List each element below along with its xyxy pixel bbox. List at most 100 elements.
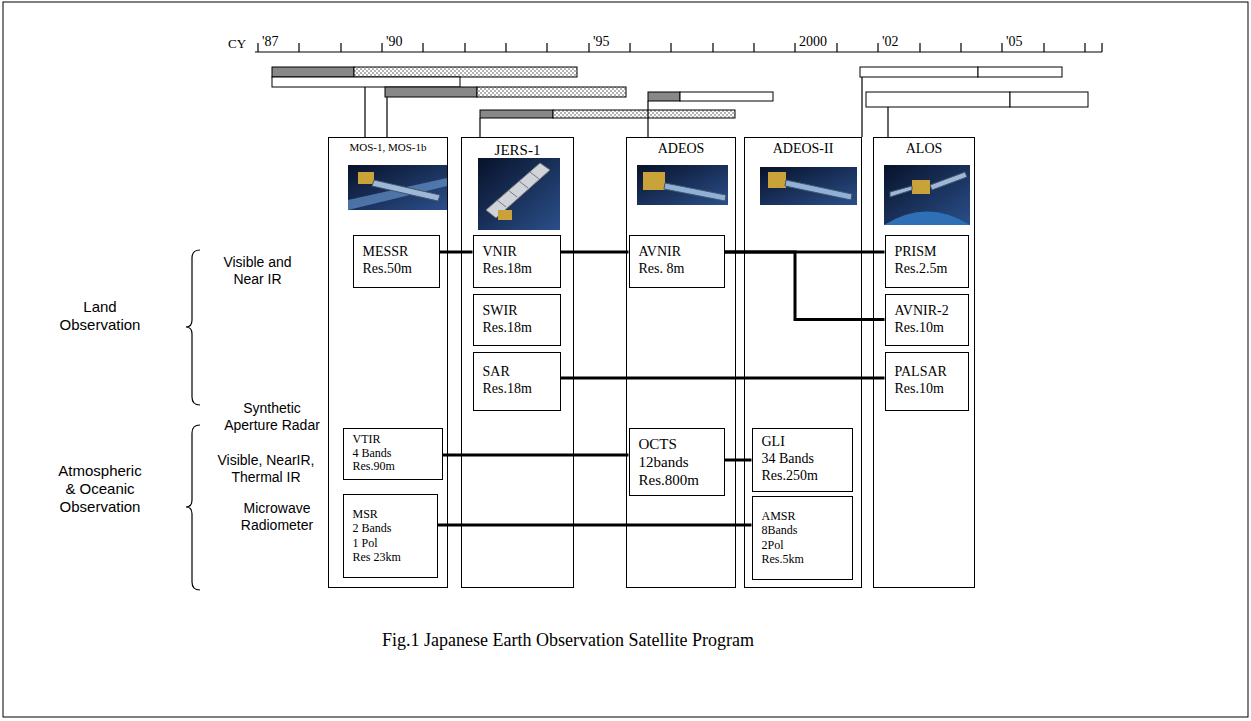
schedule-bar bbox=[866, 92, 1010, 107]
sensor-box: OCTS12bandsRes.800m bbox=[629, 428, 725, 496]
heritage-line bbox=[725, 252, 885, 320]
satellite-column: JERS-1VNIRRes.18mSWIRRes.18mSARRes.18m bbox=[461, 137, 574, 588]
satellite-photo bbox=[478, 158, 560, 230]
category-label: Land Observation bbox=[50, 298, 150, 334]
schedule-bar bbox=[648, 92, 680, 101]
solar-panel bbox=[930, 172, 967, 190]
subcategory-label: Visible, NearIR, Thermal IR bbox=[207, 452, 325, 486]
heritage-line bbox=[561, 377, 885, 380]
sensor-name: SWIR bbox=[483, 303, 554, 320]
heritage-line bbox=[561, 251, 629, 254]
sensor-name: GLI bbox=[762, 434, 846, 451]
heritage-line bbox=[438, 524, 752, 527]
sensor-spec: Res.250m bbox=[762, 468, 846, 485]
sensor-box: AVNIR-2Res.10m bbox=[885, 294, 969, 346]
schedule-bar bbox=[1010, 92, 1088, 107]
sensor-spec: Res.10m bbox=[895, 381, 962, 398]
sensor-spec: Res.18m bbox=[483, 320, 554, 337]
page-frame bbox=[3, 2, 1248, 717]
sensor-name: MSR bbox=[353, 507, 431, 521]
sensor-spec: 8Bands bbox=[762, 523, 846, 537]
earth-limb bbox=[884, 212, 970, 226]
satellite-name: ADEOS-II bbox=[745, 141, 861, 158]
satellite-name: ALOS bbox=[874, 141, 974, 158]
heritage-line bbox=[443, 454, 629, 457]
schedule-bar bbox=[680, 92, 773, 101]
timeline-year: '95 bbox=[593, 34, 610, 51]
sensor-box: SWIRRes.18m bbox=[473, 294, 561, 346]
sensor-spec: Res.2.5m bbox=[895, 261, 962, 278]
sensor-box: PRISMRes.2.5m bbox=[885, 235, 969, 288]
figure-caption: Fig.1 Japanese Earth Observation Satelli… bbox=[382, 630, 754, 652]
sensor-box: MSR2 Bands1 PolRes 23km bbox=[343, 494, 438, 578]
sensor-spec: Res 23km bbox=[353, 550, 431, 564]
solar-panel bbox=[664, 183, 726, 201]
timeline-year: '05 bbox=[1006, 34, 1023, 51]
sensor-spec: Res. 8m bbox=[639, 261, 718, 278]
satellite-photo bbox=[884, 165, 970, 225]
sensor-box: AMSR8Bands2PolRes.5km bbox=[752, 496, 853, 580]
sensor-spec: Res.50m bbox=[363, 261, 433, 278]
sensor-name: AVNIR bbox=[639, 244, 718, 261]
schedule-bar bbox=[477, 87, 626, 97]
satellite-body bbox=[643, 172, 665, 190]
sensor-spec: Res.18m bbox=[483, 381, 554, 398]
sensor-name: MESSR bbox=[363, 244, 433, 261]
schedule-bar bbox=[978, 67, 1062, 77]
sensor-spec: 2 Bands bbox=[353, 521, 431, 535]
timeline-year: '87 bbox=[262, 34, 279, 51]
drop-lines bbox=[365, 77, 888, 137]
sensor-spec: Res.10m bbox=[895, 320, 962, 337]
sensor-spec: 34 Bands bbox=[762, 451, 846, 468]
sensor-box: GLI34 BandsRes.250m bbox=[752, 428, 853, 492]
satellite-column: ALOSPRISMRes.2.5mAVNIR-2Res.10mPALSARRes… bbox=[873, 137, 975, 588]
satellite-column: ADEOS AVNIRRes. 8m OCTS12bandsRes.800m bbox=[626, 137, 736, 588]
sensor-box: VNIRRes.18m bbox=[473, 235, 561, 288]
schedule-bar bbox=[272, 77, 460, 87]
sensor-name: SAR bbox=[483, 364, 554, 381]
timeline-year: '02 bbox=[882, 34, 899, 51]
sensor-spec: 12bands bbox=[639, 453, 718, 471]
timeline-ticks bbox=[258, 43, 1102, 52]
subcategory-label: Visible and Near IR bbox=[210, 254, 305, 288]
satellite-body bbox=[498, 210, 512, 220]
satellite-photo bbox=[637, 165, 728, 205]
sensor-name: AMSR bbox=[762, 509, 846, 523]
schedule-bar bbox=[860, 67, 978, 77]
heritage-line bbox=[725, 459, 752, 462]
solar-panel bbox=[486, 163, 550, 218]
sensor-name: AVNIR-2 bbox=[895, 303, 962, 320]
sensor-spec: 1 Pol bbox=[353, 536, 431, 550]
sensor-name: VTIR bbox=[353, 433, 436, 447]
satellite-body bbox=[358, 172, 374, 184]
solar-panel bbox=[372, 180, 440, 201]
group-brace bbox=[186, 425, 200, 590]
satellite-photo bbox=[760, 167, 857, 205]
group-brace bbox=[186, 250, 200, 405]
subcategory-label: Synthetic Aperture Radar bbox=[220, 400, 324, 434]
satellite-column: MOS-1, MOS-1bMESSRRes.50mVTIR4 BandsRes.… bbox=[328, 137, 448, 588]
sensor-box: AVNIRRes. 8m bbox=[629, 235, 725, 288]
schedule-bar bbox=[354, 67, 577, 77]
satellite-column: ADEOS-IIGLI34 BandsRes.250mAMSR8Bands2Po… bbox=[744, 137, 862, 588]
satellite-name: ADEOS bbox=[627, 141, 735, 158]
sensor-box: PALSARRes.10m bbox=[885, 352, 969, 411]
satellite-photo bbox=[348, 165, 447, 210]
sensor-box: SARRes.18m bbox=[473, 352, 561, 411]
sensor-name: VNIR bbox=[483, 244, 554, 261]
timeline-year: 2000 bbox=[799, 34, 827, 51]
schedule-bar bbox=[272, 67, 354, 77]
sensor-name: PRISM bbox=[895, 244, 962, 261]
heritage-line bbox=[440, 251, 473, 254]
satellite-name: JERS-1 bbox=[462, 141, 573, 159]
satellite-body bbox=[768, 172, 786, 188]
schedule-bar bbox=[553, 110, 735, 118]
sensor-spec: Res.800m bbox=[639, 471, 718, 489]
sensor-name: OCTS bbox=[639, 435, 718, 453]
sensor-spec: Res.5km bbox=[762, 552, 846, 566]
solar-panel bbox=[785, 180, 852, 200]
satellite-name: MOS-1, MOS-1b bbox=[329, 141, 447, 154]
sensor-name: PALSAR bbox=[895, 364, 962, 381]
sensor-box: VTIR4 BandsRes.90m bbox=[343, 428, 443, 480]
